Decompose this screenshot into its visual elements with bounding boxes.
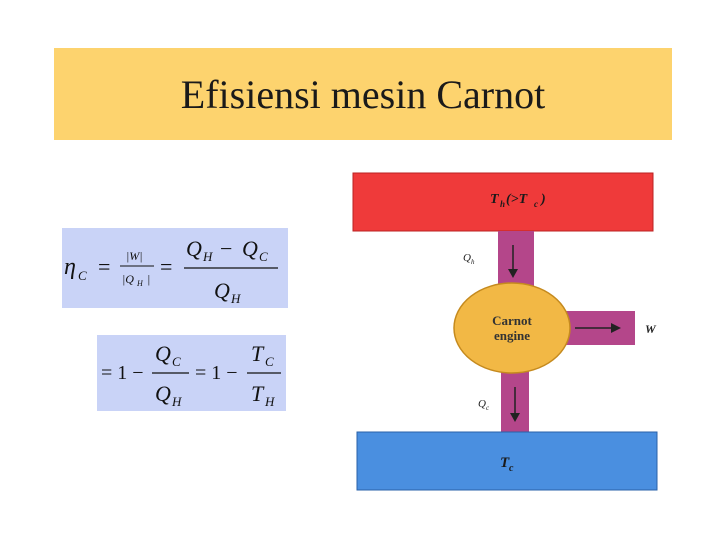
heat-out-arrow-head xyxy=(510,413,520,422)
den-qh: Q xyxy=(214,278,230,303)
equals-1: = xyxy=(98,254,110,279)
num-qh: Q xyxy=(186,236,202,261)
hot-reservoir-label-rest: (>T xyxy=(506,192,529,207)
hot-reservoir xyxy=(352,172,654,232)
title-bar: Efisiensi mesin Carnot xyxy=(54,48,672,140)
abs-qh-close: | xyxy=(147,272,150,286)
cold-reservoir-label-sub: c xyxy=(509,463,514,474)
efficiency-temperature-formula: = 1 − Q C Q H = 1 − T C T H xyxy=(101,341,281,409)
ratio-th-sub: H xyxy=(264,394,275,409)
abs-w: |W| xyxy=(126,249,143,263)
equals-2: = xyxy=(160,254,172,279)
qh-label-sub: h xyxy=(471,258,475,266)
num-qc: Q xyxy=(242,236,258,261)
num-qh-sub: H xyxy=(202,249,213,264)
ratio-qc: Q xyxy=(155,341,171,366)
den-qh-sub: H xyxy=(230,291,241,306)
num-qc-sub: C xyxy=(259,249,268,264)
ratio-tc: T xyxy=(251,341,265,366)
engine-label-line1: Carnot xyxy=(492,313,532,328)
qh-label: Q xyxy=(463,252,471,264)
hot-reservoir-label: T xyxy=(490,192,500,207)
hot-reservoir-label-sub: h xyxy=(500,199,505,209)
slide-title: Efisiensi mesin Carnot xyxy=(180,71,546,117)
work-label: W xyxy=(645,322,657,336)
eta-symbol: η xyxy=(64,254,76,280)
cold-reservoir-label: T xyxy=(500,455,510,471)
qc-label: Q xyxy=(478,398,486,410)
ratio-qc-sub: C xyxy=(172,354,181,369)
efficiency-temperature-formula-box: = 1 − Q C Q H = 1 − T C T H xyxy=(97,335,286,411)
hot-reservoir-label-close: ) xyxy=(539,192,546,207)
minus-sign: − xyxy=(220,236,232,261)
ratio-th: T xyxy=(251,381,265,406)
heat-in-arrow-head xyxy=(508,269,518,278)
one-minus-2: = 1 − xyxy=(195,362,238,384)
ratio-qh-sub: H xyxy=(171,394,182,409)
carnot-diagram-svg: T h (>T c ) Q h W Q c Carnot engine T c xyxy=(352,172,658,491)
abs-qh: |Q xyxy=(122,272,134,286)
efficiency-formula: η C = |W| |Q H | = Q H − Q C Q H xyxy=(64,236,278,306)
ratio-qh: Q xyxy=(155,381,171,406)
ratio-tc-sub: C xyxy=(265,354,274,369)
efficiency-formula-box: η C = |W| |Q H | = Q H − Q C Q H xyxy=(62,228,288,308)
qc-label-sub: c xyxy=(486,404,490,412)
engine-label-line2: engine xyxy=(494,328,530,343)
cold-reservoir xyxy=(356,431,658,491)
carnot-engine xyxy=(453,282,571,374)
hot-reservoir-label-rest-sub: c xyxy=(534,199,538,209)
carnot-engine-diagram: T h (>T c ) Q h W Q c Carnot engine T c xyxy=(345,165,665,495)
one-minus-1: = 1 − xyxy=(101,362,144,384)
work-arrow-head xyxy=(611,323,621,333)
eta-subscript: C xyxy=(78,268,87,283)
abs-qh-sub: H xyxy=(136,279,144,288)
